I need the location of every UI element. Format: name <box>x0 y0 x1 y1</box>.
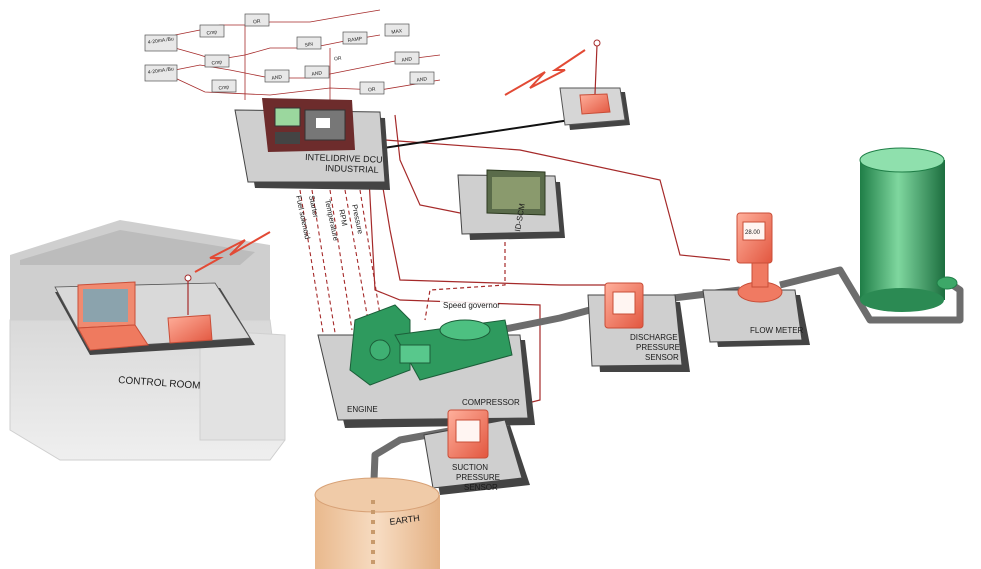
logic-label: OR <box>253 18 262 25</box>
signal-labels: Pressure RPM Temperature Fuel solenoid S… <box>294 195 365 242</box>
speed-governor: Speed governor <box>440 300 500 311</box>
signal-label-rpm: RPM <box>337 209 349 227</box>
logic-label: AND <box>416 76 428 83</box>
laptop <box>77 281 149 351</box>
flow-meter-label: FLOW METER <box>750 326 804 335</box>
logic-block <box>144 34 178 52</box>
logic-block <box>409 71 435 85</box>
intelidrive-label-line1: INTELIDRIVE DCU <box>305 152 383 165</box>
discharge-sensor <box>604 282 644 329</box>
signal-label-starter: Starter <box>307 195 321 219</box>
logic-label: OR <box>368 86 377 93</box>
signal-label-temperature: Temperature <box>323 199 341 242</box>
flow-meter-platform: 28.00 FLOW METER <box>702 212 810 347</box>
id-scm-platform: ID-SCM <box>457 169 565 240</box>
logic-label: MAX <box>391 28 403 36</box>
intelidrive-platform: INTELIDRIVE DCU INDUSTRIAL <box>234 98 390 190</box>
logic-block <box>304 65 330 79</box>
control-room-modem <box>167 231 271 344</box>
remote-modem <box>504 39 630 130</box>
suction-sensor-platform: SUCTION PRESSURE SENSOR <box>423 409 530 495</box>
speed-governor-label: Speed governor <box>443 301 500 310</box>
engine-compressor-unit <box>349 304 513 386</box>
storage-tank <box>859 147 958 312</box>
id-scm-unit <box>486 169 546 216</box>
suction-label-line1: SUCTION <box>452 463 488 472</box>
logic-block <box>342 31 368 45</box>
suction-label-line3: SENSOR <box>464 483 498 492</box>
suction-label-line2: PRESSURE <box>456 473 500 482</box>
logic-block <box>199 24 225 38</box>
logic-label: 4-20mA /Bu <box>148 36 175 46</box>
intelidrive-label-line2: INDUSTRIAL <box>325 163 379 175</box>
flow-meter: 28.00 <box>736 212 783 303</box>
logic-label: Cmp <box>206 29 218 36</box>
logic-block <box>204 54 230 68</box>
signal-label-pressure: Pressure <box>350 204 365 235</box>
discharge-label-line2: PRESSURE <box>636 343 680 352</box>
logic-block <box>384 23 410 37</box>
logic-label: AND <box>401 56 413 63</box>
logic-block <box>244 13 270 27</box>
compressor-label: COMPRESSOR <box>462 398 520 407</box>
logic-label: AND <box>311 70 323 77</box>
logic-block <box>211 79 237 93</box>
control-room-building: CONTROL ROOM <box>9 220 286 461</box>
discharge-sensor-platform: DISCHARGE PRESSURE SENSOR <box>587 282 690 372</box>
engine-label: ENGINE <box>347 405 378 414</box>
engine-compressor-platform: ENGINE COMPRESSOR <box>317 304 535 428</box>
logic-blocks <box>144 13 435 95</box>
logic-block <box>144 64 178 82</box>
logic-label: 4-20mA /Bu <box>148 66 175 76</box>
logic-block <box>296 36 322 50</box>
discharge-label-line1: DISCHARGE <box>630 333 678 342</box>
logic-label: Cmp <box>211 59 223 66</box>
logic-label: OR <box>334 55 343 62</box>
logic-label: SIN <box>304 41 313 48</box>
earth-label: EARTH <box>389 513 420 527</box>
logic-label: RAMP <box>347 36 363 44</box>
intelidrive-dcu-unit <box>262 98 355 152</box>
suction-sensor <box>447 409 489 459</box>
logic-block-labels: 4-20mA /Bu 4-20mA /Bu Cmp Cmp Cmp OR SIN… <box>148 18 428 93</box>
discharge-label-line3: SENSOR <box>645 353 679 362</box>
earth-well: EARTH <box>314 477 440 569</box>
comm-line <box>369 119 571 151</box>
logic-block <box>264 69 290 83</box>
logic-block <box>359 81 385 95</box>
dashed-signals <box>299 189 381 346</box>
logic-block <box>394 51 420 65</box>
logic-label: Cmp <box>218 84 230 91</box>
flow-meter-display: 28.00 <box>745 230 761 236</box>
logic-label: AND <box>271 74 283 81</box>
